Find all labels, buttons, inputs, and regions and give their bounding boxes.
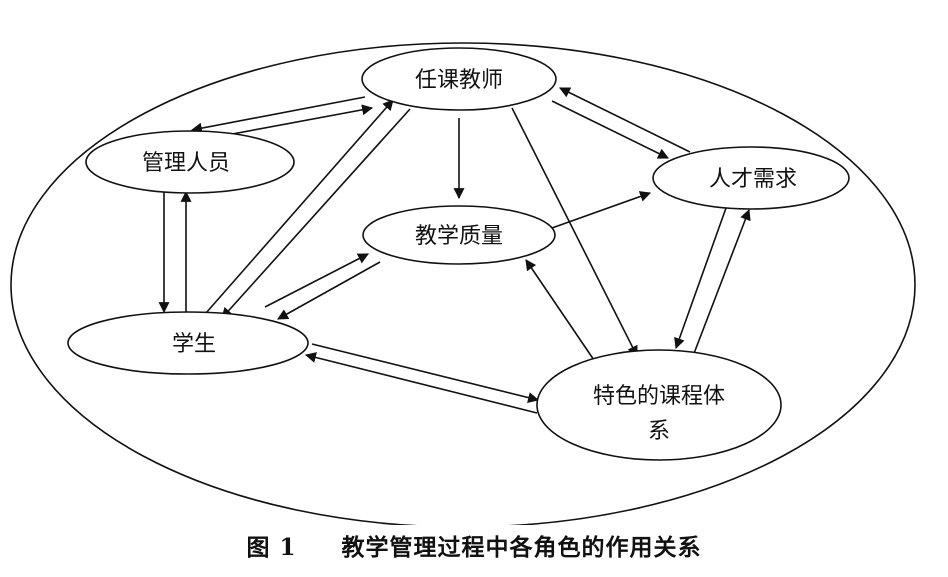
node-demand-label: 人才需求	[709, 167, 797, 192]
edge-teacher-to-curriculum	[511, 107, 638, 357]
edge-student-to-quality	[264, 253, 369, 308]
node-curriculum: 特色的课程体 系	[536, 349, 782, 461]
figure-number: 图 1	[246, 534, 297, 561]
edge-demand-to-curriculum	[674, 207, 727, 350]
edge-curriculum-to-demand	[692, 208, 751, 357]
node-admin-label: 管理人员	[142, 151, 230, 176]
node-curriculum-label-line2: 系	[648, 419, 670, 444]
edge-teacher-to-demand	[551, 100, 669, 159]
edge-teacher-to-admin	[190, 96, 366, 134]
edge-curriculum-to-student	[304, 352, 538, 414]
outer-boundary-ellipse	[10, 42, 916, 525]
edge-curriculum-to-quality	[525, 259, 599, 367]
edge-student-to-teacher	[205, 99, 394, 314]
figure-caption-spacer	[305, 534, 332, 561]
node-quality: 教学质量	[362, 205, 556, 265]
edge-quality-to-demand	[551, 191, 652, 229]
node-admin: 管理人员	[85, 130, 295, 194]
node-quality-label: 教学质量	[415, 224, 503, 249]
edges	[158, 87, 751, 414]
edge-demand-to-teacher	[559, 87, 691, 153]
edge-quality-to-student	[277, 261, 381, 320]
node-teacher-label: 任课教师	[415, 68, 503, 93]
node-demand: 人才需求	[652, 146, 850, 210]
figure-caption: 图 1 教学管理过程中各角色的作用关系	[0, 528, 948, 562]
edge-student-to-curriculum	[311, 343, 540, 403]
figure-title: 教学管理过程中各角色的作用关系	[341, 534, 702, 561]
node-student: 学生	[67, 311, 309, 375]
node-teacher: 任课教师	[361, 47, 557, 111]
node-student-label: 学生	[172, 332, 216, 357]
node-curriculum-label-line1: 特色的课程体	[593, 384, 725, 409]
edge-teacher-to-student	[221, 108, 411, 319]
role-relationship-diagram: 任课教师 管理人员 人才需求 教学质量 学生 特色的课程体 系	[10, 42, 916, 525]
